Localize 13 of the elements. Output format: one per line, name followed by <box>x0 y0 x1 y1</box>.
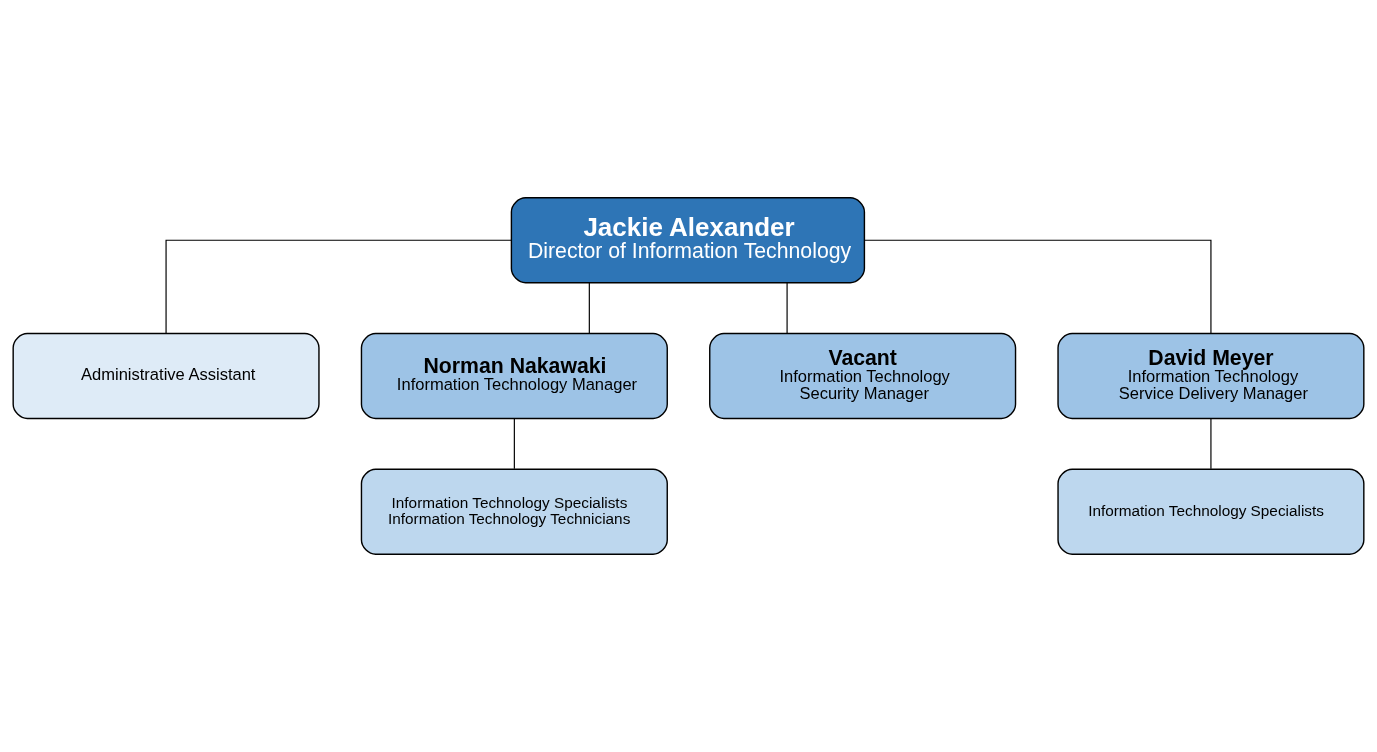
node-box: Jackie Alexander Director of Information Technology <box>510 197 866 284</box>
node-box: David Meyer Information Technology Service Delivery Manager <box>1057 332 1365 420</box>
connector <box>588 282 590 334</box>
node-box: Information Technology Specialists Information Technology Technicians <box>360 468 668 555</box>
node-box: Norman Nakawaki Information Technology Manager <box>360 332 668 420</box>
connector <box>864 239 1212 334</box>
connector <box>165 239 512 334</box>
node-box: Information Technology Specialists <box>1057 468 1365 555</box>
connector <box>786 282 788 334</box>
node-box: Vacant Information Technology Security Manager <box>709 332 1017 420</box>
connector <box>1210 418 1212 470</box>
node-box: Administrative Assistant <box>12 332 320 420</box>
connector <box>513 418 515 470</box>
